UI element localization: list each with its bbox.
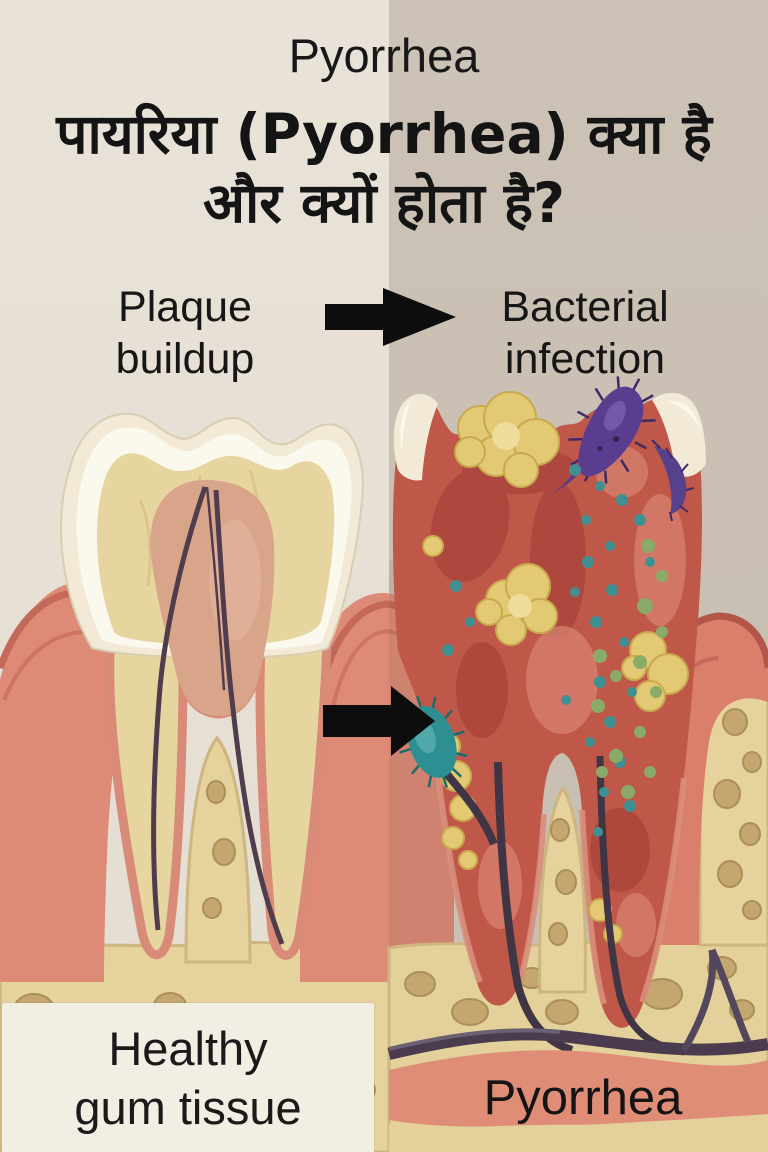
- label-bacterial-infection: Bacterial infection: [501, 283, 669, 383]
- bone-band-bottom: [389, 1114, 768, 1152]
- healthy-tooth: [60, 412, 364, 960]
- blood-vessel: [387, 1028, 768, 1060]
- root-right: [255, 620, 332, 960]
- page-title: Pyorrhea: [288, 29, 480, 82]
- bacteria-dots-teal: [442, 464, 655, 837]
- caption-pyorrhea: Pyorrhea: [483, 1071, 683, 1125]
- purple-bacterium-small: [651, 439, 695, 522]
- plaque-cluster-mid: [475, 563, 558, 646]
- root-left: [105, 617, 188, 960]
- arrow-right-icon-middle: [323, 686, 435, 756]
- bacteria: [396, 376, 695, 837]
- nerve-canals: [151, 486, 285, 945]
- arrow-right-icon: [325, 288, 456, 346]
- plaque-deposits: [422, 391, 689, 944]
- caption-healthy-text: Healthy gum tissue: [74, 1021, 302, 1134]
- pyorrhea-side: [387, 376, 768, 1152]
- page-subtitle-hindi: पायरिया (Pyorrhea) क्या है और क्यों होता…: [56, 102, 712, 235]
- bottom-vessel-band: [387, 948, 768, 1152]
- gum-band-bottom: [389, 1050, 768, 1127]
- pyorrhea-tooth: [392, 392, 706, 1028]
- caption-healthy-box: Healthy gum tissue: [2, 1003, 374, 1152]
- bacteria-dots-green: [591, 539, 668, 799]
- label-plaque-buildup: Plaque buildup: [115, 283, 255, 383]
- plaque-cluster-top: [454, 391, 560, 488]
